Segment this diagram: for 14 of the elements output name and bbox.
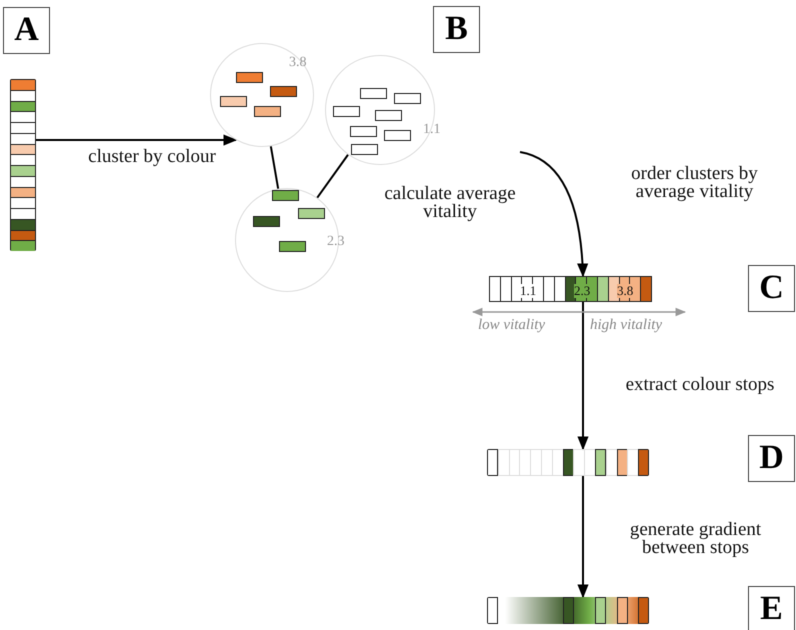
panel-letter: D bbox=[748, 435, 795, 482]
value-label: 1.1 bbox=[423, 123, 440, 137]
value-label: 1.1 bbox=[520, 284, 536, 298]
axis-label: high vitality bbox=[590, 316, 662, 334]
panel-letter: E bbox=[748, 586, 795, 630]
panel-letter: A bbox=[3, 7, 50, 54]
value-label: 2.3 bbox=[327, 235, 344, 249]
step-label: calculate average vitality bbox=[383, 185, 517, 221]
axis-label: low vitality bbox=[478, 316, 546, 334]
value-label: 3.8 bbox=[617, 284, 634, 298]
value-label: 2.3 bbox=[574, 284, 590, 298]
value-label: 3.8 bbox=[289, 56, 306, 70]
panel-letter: B bbox=[433, 6, 480, 53]
panel-letter: C bbox=[748, 265, 795, 312]
